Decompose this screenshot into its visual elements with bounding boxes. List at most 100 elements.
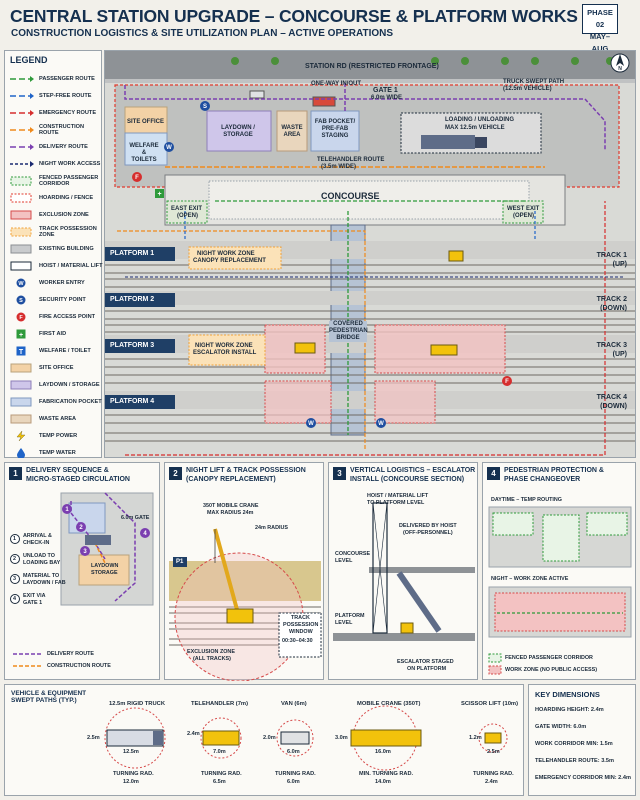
svg-text:3: 3 [83, 549, 87, 555]
panel-4-title-line2: PHASE CHANGEOVER [504, 475, 581, 483]
platform-level-sub: LEVEL [335, 620, 353, 626]
step-free-route [184, 211, 536, 241]
p1-label: P1 [176, 559, 184, 565]
page-subtitle: CONSTRUCTION LOGISTICS & SITE UTILIZATIO… [11, 28, 394, 39]
panel-3-drawing [333, 502, 475, 641]
night-zone-3 [188, 334, 266, 366]
road-label: STATION RD (RESTRICTED FRONTAGE) [305, 63, 439, 70]
west-exit-sub: (OPEN) [513, 213, 534, 219]
vehicle-van-length: 6.0m [287, 749, 300, 755]
track-1-dir: (UP) [612, 261, 627, 268]
panel-1-drawing: 1 2 3 4 [10, 492, 154, 667]
vehicle-truck-length: 12.5m [123, 749, 139, 755]
svg-text:1: 1 [65, 507, 69, 513]
construction-route [117, 230, 366, 451]
legend-item: SITE OFFICE [9, 360, 103, 376]
vehicle-telehandler-width: 2.4m [187, 731, 200, 737]
emergency-route-icon [9, 108, 35, 118]
gate-label: GATE 1 [373, 87, 398, 94]
panel-4-number: 4 [487, 467, 500, 480]
window-label-2: POSSESSION [283, 622, 319, 628]
vehicles-title: VEHICLE & EQUIPMENT [11, 690, 87, 697]
vehicle-truck-turn-label: TURNING RAD. [113, 771, 154, 777]
legend-label: STEP-FREE ROUTE [39, 92, 92, 99]
hoist-material-lift-icon [9, 261, 35, 271]
waste-area-icon [9, 414, 35, 424]
legend-label: TEMP WATER [39, 449, 76, 456]
panel-2-drawing [169, 528, 322, 681]
panel-3-number: 3 [333, 467, 346, 480]
track-4-tag: TRACK 4(DOWN) [597, 393, 627, 411]
telehandler-route-sub: (3.5m WIDE) [321, 164, 357, 170]
existing-building-icon [9, 244, 35, 254]
step-4-number: 4 [13, 596, 16, 602]
legend-item: +FIRST AID [9, 326, 103, 342]
passenger-route-icon [9, 74, 35, 84]
legend-label: PASSENGER ROUTE [39, 75, 95, 82]
panel-3-title-line2: INSTALL (CONCOURSE SECTION) [350, 475, 465, 483]
dim-item: GATE WIDTH: 6.0m [535, 724, 587, 730]
bridge-label: COVERED PEDESTRIAN BRIDGE [329, 321, 368, 342]
crane-label: 350T MOBILE CRANE [203, 503, 259, 509]
delivered-label: DELIVERED BY HOIST [399, 523, 457, 529]
concourse-level-sub: LEVEL [335, 558, 353, 564]
night-zone-3-label: NIGHT WORK ZONE [195, 343, 253, 349]
panel-delivery-sequence: 1 DELIVERY SEQUENCE &MICRO-STAGED CIRCUL… [4, 462, 160, 680]
panel-4-key-corridor: FENCED PASSENGER CORRIDOR [505, 655, 593, 661]
track-3-name: TRACK 3 [596, 342, 627, 349]
platform-3-tag: PLATFORM 3 [105, 339, 175, 353]
site-plan-drawing: N [105, 51, 635, 456]
step-3-number: 3 [13, 576, 16, 582]
truck-path-sub: (12.5m VEHICLE) [503, 86, 552, 92]
panel-1-gate: 6.0m GATE [121, 515, 150, 521]
legend-item: FENCED PASSENGER CORRIDOR [9, 173, 103, 189]
legend-item: TEMP WATER [9, 445, 103, 461]
legend-label: LAYDOWN / STORAGE [39, 381, 100, 388]
track-3-dir: (UP) [612, 351, 627, 358]
step-4-line1: EXIT VIA [23, 593, 46, 599]
panel-1-laydown: LAYDOWN [91, 563, 119, 569]
window-label-3: WINDOW [289, 629, 313, 635]
legend-item: PASSENGER ROUTE [9, 71, 103, 87]
legend-label: DELIVERY ROUTE [39, 143, 88, 150]
svg-text:W: W [308, 421, 314, 427]
night-zone-1-label: NIGHT WORK ZONE [197, 251, 255, 257]
header: CENTRAL STATION UPGRADE – CONCOURSE & PL… [0, 0, 640, 53]
site-plan: N [104, 50, 636, 458]
fab-label: FAB POCKET/ PRE-FAB STAGING [314, 119, 356, 139]
legend-item: LAYDOWN / STORAGE [9, 377, 103, 393]
step-3-line1: MATERIAL TO [23, 573, 60, 579]
svg-text:S: S [203, 104, 207, 110]
vehicles-drawing [104, 705, 508, 771]
north-arrow-icon: N [610, 53, 630, 73]
legend-item: TRACK POSSESSION ZONE [9, 224, 103, 240]
panel-2-title-line1: NIGHT LIFT & TRACK POSSESSION [186, 467, 306, 474]
radius-label: 24m RADIUS [255, 525, 288, 531]
legend-label: EXISTING BUILDING [39, 245, 94, 252]
page-title: CENTRAL STATION UPGRADE – CONCOURSE & PL… [10, 6, 578, 26]
vehicle-telehandler-name: TELEHANDLER (7m) [191, 701, 249, 707]
platform-level-label: PLATFORM [335, 613, 365, 619]
welfare-label: WELFARE & TOILETS [129, 143, 159, 163]
panel-4-drawing [488, 506, 632, 675]
vehicle-crane-width: 3.0m [335, 735, 348, 741]
svg-text:W: W [166, 145, 172, 151]
step-3-line2: LAYDOWN / FAB [23, 579, 66, 586]
panel-2-title: NIGHT LIFT & TRACK POSSESSION(CANOPY REP… [186, 467, 306, 484]
legend-label: WORKER ENTRY [39, 279, 85, 286]
panel-4-title-line1: PEDESTRIAN PROTECTION & [504, 467, 604, 474]
vehicle-swept-paths: VEHICLE & EQUIPMENT SWEPT PATHS (TYP.) 1… [4, 684, 524, 796]
emergency-route [125, 201, 606, 456]
truck [421, 135, 475, 149]
phase-label: PHASE 02 [587, 8, 613, 29]
svg-text:N: N [618, 66, 622, 72]
legend-label: HOARDING / FENCE [39, 194, 94, 201]
dim-item: EMERGENCY CORRIDOR MIN: 2.4m [535, 775, 631, 781]
vehicle-truck-width: 2.5m [87, 735, 100, 741]
west-exit [502, 200, 544, 224]
exclusion-zone-icon [9, 210, 35, 220]
